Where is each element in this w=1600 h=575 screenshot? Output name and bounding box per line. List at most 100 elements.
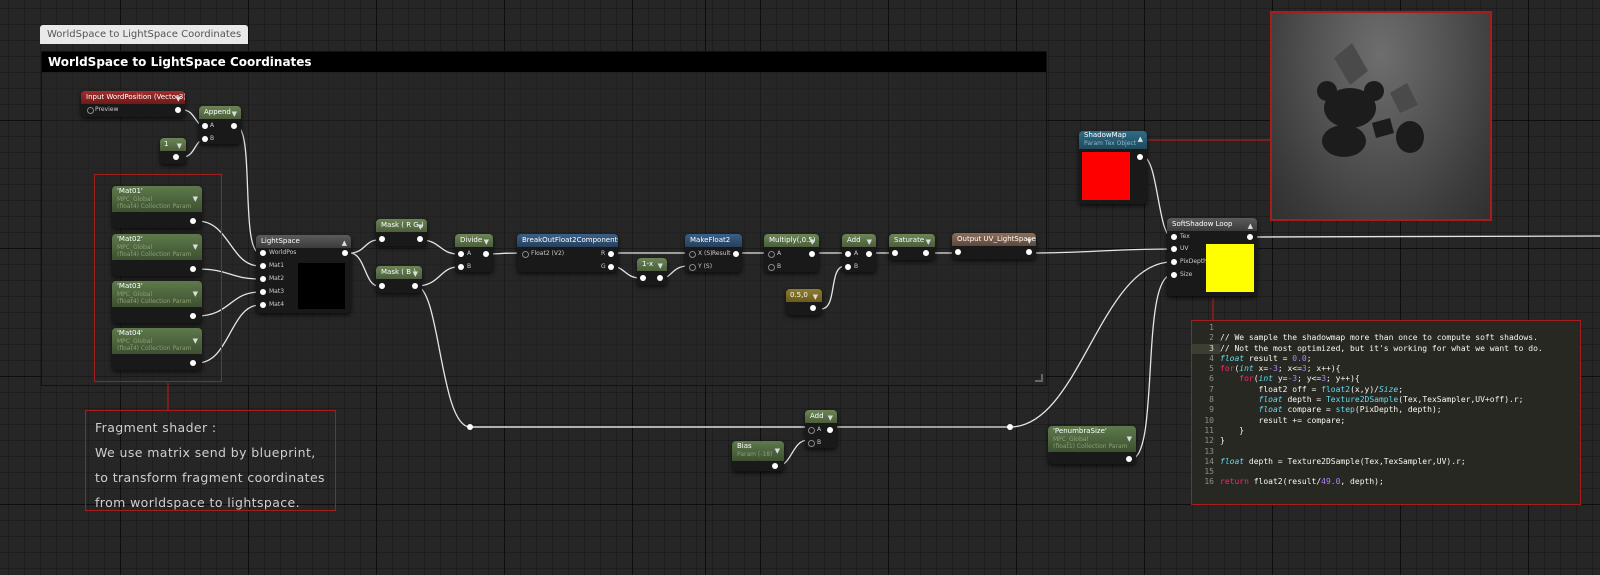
input-pin-x[interactable] [689, 251, 696, 258]
chevron-up-icon[interactable]: ▲ [1247, 222, 1253, 230]
output-pin[interactable] [412, 283, 418, 289]
input-pin-a[interactable] [458, 251, 464, 257]
chevron-down-icon[interactable]: ▼ [925, 238, 931, 246]
node-one-minus[interactable]: 1-x▼ [637, 258, 667, 285]
chevron-down-icon[interactable]: ▼ [1126, 435, 1132, 443]
node-saturate[interactable]: Saturate▼ [889, 234, 935, 260]
input-pin-pixdepth[interactable] [1171, 259, 1177, 265]
chevron-down-icon[interactable]: ▼ [866, 238, 872, 246]
chevron-down-icon[interactable]: ▼ [483, 238, 489, 246]
node-param-mat03[interactable]: 'Mat03'MPC_Global(float4) Collection Par… [112, 281, 202, 323]
chevron-down-icon[interactable]: ▼ [809, 238, 815, 246]
node-constant-one[interactable]: 1▼ [160, 138, 186, 164]
input-pin-float2[interactable] [522, 251, 529, 258]
output-pin[interactable] [175, 107, 181, 113]
output-pin[interactable] [342, 250, 348, 256]
output-pin[interactable] [190, 266, 196, 272]
output-pin[interactable] [657, 275, 663, 281]
input-pin-b[interactable] [808, 440, 815, 447]
chevron-down-icon[interactable]: ▼ [175, 95, 181, 103]
output-pin-r[interactable] [608, 251, 614, 257]
chevron-down-icon[interactable]: ▼ [176, 142, 182, 150]
node-append[interactable]: Append▼ A B [199, 106, 241, 144]
input-pin-mat3[interactable] [260, 289, 266, 295]
node-param-mat02[interactable]: 'Mat02'MPC_Global(float4) Collection Par… [112, 234, 202, 276]
node-multiply[interactable]: Multiply(,0.5)▼ A B [764, 234, 819, 272]
node-mask-rg[interactable]: Mask ( R G )▼ [376, 219, 427, 246]
chevron-up-icon[interactable]: ▲ [341, 239, 347, 247]
output-pin-g[interactable] [608, 264, 614, 270]
output-pin[interactable] [231, 123, 237, 129]
output-pin[interactable] [1026, 249, 1032, 255]
input-pin[interactable] [379, 283, 385, 289]
node-input-worldposition[interactable]: Input WordPosition (Vector3)▼ Preview [81, 91, 185, 117]
node-param-mat01[interactable]: 'Mat01'MPC_Global(float4) Collection Par… [112, 186, 202, 228]
output-pin[interactable] [827, 427, 833, 433]
input-pin-b[interactable] [845, 264, 851, 270]
chevron-down-icon[interactable]: ▼ [192, 195, 198, 203]
chevron-down-icon[interactable]: ▼ [774, 447, 780, 455]
input-pin-worldpos[interactable] [260, 250, 266, 256]
node-mask-b[interactable]: Mask ( B )▼ [376, 266, 422, 293]
comment-tab[interactable]: WorldSpace to LightSpace Coordinates [40, 25, 249, 44]
output-pin[interactable] [1126, 456, 1132, 462]
chevron-down-icon[interactable]: ▼ [417, 223, 423, 231]
chevron-down-icon[interactable]: ▼ [827, 414, 833, 422]
preview-pin[interactable] [87, 107, 94, 114]
chevron-down-icon[interactable]: ▼ [812, 293, 818, 301]
output-pin[interactable] [923, 250, 929, 256]
input-pin-mat2[interactable] [260, 276, 266, 282]
output-pin[interactable] [1137, 154, 1143, 160]
output-pin[interactable] [483, 251, 489, 257]
node-add[interactable]: Add▼ A B [842, 234, 876, 272]
input-pin-a[interactable] [768, 251, 775, 258]
chevron-down-icon[interactable]: ▼ [657, 262, 663, 270]
output-pin[interactable] [772, 463, 778, 469]
output-pin[interactable] [190, 218, 196, 224]
node-breakoutfloat2components[interactable]: BreakOutFloat2Components Float2 (V2) R G [517, 234, 618, 272]
chevron-down-icon[interactable]: ▼ [192, 337, 198, 345]
comment-header-title[interactable]: WorldSpace to LightSpace Coordinates [42, 52, 1046, 72]
output-pin[interactable] [190, 313, 196, 319]
node-param-mat04[interactable]: 'Mat04'MPC_Global(float4) Collection Par… [112, 328, 202, 370]
input-pin-uv[interactable] [1171, 246, 1177, 252]
input-pin-y[interactable] [689, 264, 696, 271]
input-pin-size[interactable] [1171, 272, 1177, 278]
node-makefloat2[interactable]: MakeFloat2 X (S) Result Y (S) [685, 234, 742, 272]
input-pin-a[interactable] [202, 123, 208, 129]
chevron-down-icon[interactable]: ▼ [192, 243, 198, 251]
node-softshadow-loop[interactable]: SoftShadow Loop▲ Tex UV PixDepth Size [1167, 218, 1257, 296]
shader-code-editor[interactable]: 1 2// We sample the shadowmap more than … [1191, 320, 1581, 505]
node-constant-0-5[interactable]: 0.5,0▼ [786, 289, 822, 315]
output-pin[interactable] [1247, 234, 1253, 240]
output-pin[interactable] [190, 360, 196, 366]
output-pin[interactable] [810, 305, 816, 311]
node-add-bias[interactable]: Add▼ A B [805, 410, 837, 448]
chevron-up-icon[interactable]: ▲ [1137, 135, 1143, 143]
input-pin[interactable] [892, 250, 898, 256]
input-pin[interactable] [379, 236, 385, 242]
input-pin-tex[interactable] [1171, 234, 1177, 240]
comment-resize-handle[interactable] [1035, 374, 1043, 382]
input-pin[interactable] [640, 275, 646, 281]
node-lightspace[interactable]: LightSpace▲ WorldPos Mat1 Mat2 Mat3 Mat4 [256, 235, 351, 313]
input-pin-a[interactable] [845, 251, 851, 257]
input-pin-a[interactable] [808, 427, 815, 434]
chevron-down-icon[interactable]: ▼ [231, 110, 237, 118]
output-pin[interactable] [733, 251, 739, 257]
node-output-uv-lightspace[interactable]: Output UV_LightSpace▼ [952, 233, 1036, 259]
input-pin-b[interactable] [768, 264, 775, 271]
output-pin[interactable] [866, 251, 872, 257]
input-pin[interactable] [955, 249, 961, 255]
node-divide[interactable]: Divide▼ A B [455, 234, 493, 272]
input-pin-b[interactable] [458, 264, 464, 270]
input-pin-b[interactable] [202, 136, 208, 142]
chevron-down-icon[interactable]: ▼ [412, 270, 418, 278]
chevron-down-icon[interactable]: ▼ [1026, 237, 1032, 245]
output-pin[interactable] [173, 154, 179, 160]
chevron-down-icon[interactable]: ▼ [192, 290, 198, 298]
output-pin[interactable] [417, 236, 423, 242]
input-pin-mat1[interactable] [260, 263, 266, 269]
